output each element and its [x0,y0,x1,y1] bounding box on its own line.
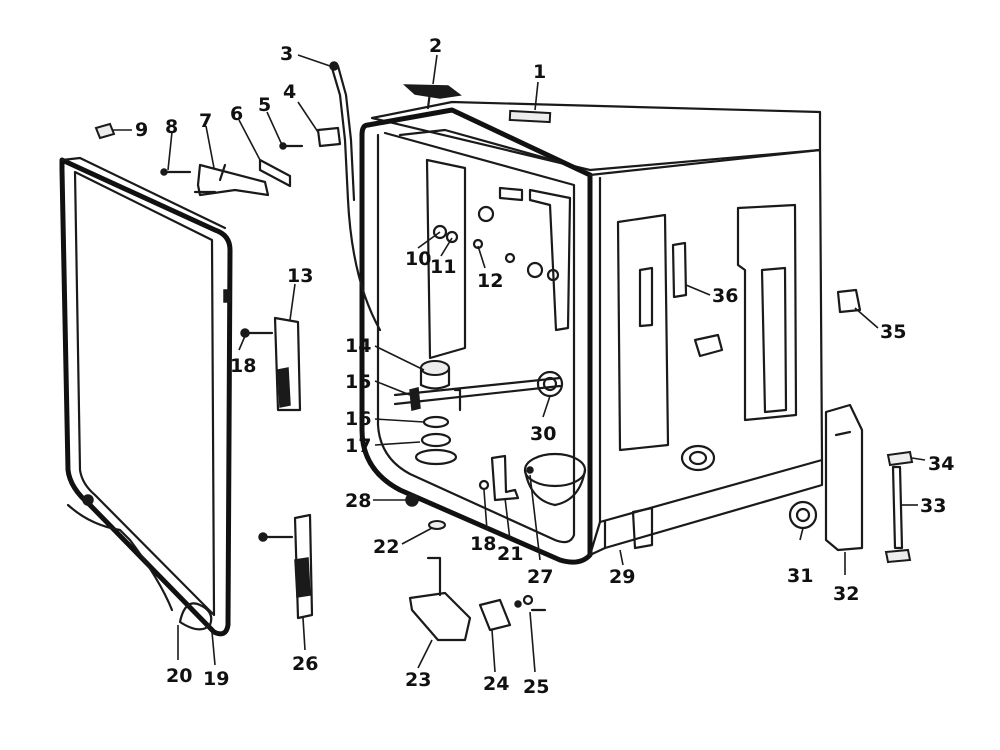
callout-35: 35 [880,321,906,343]
callout-26: 26 [292,653,318,675]
callout-14: 14 [345,335,371,357]
callout-34: 34 [928,453,954,475]
callout-33: 33 [920,495,946,517]
tub-cabinet [359,100,824,565]
callout-8: 8 [165,116,178,138]
callout-11: 11 [430,256,456,278]
callout-2: 2 [429,35,442,57]
callout-10: 10 [405,248,431,270]
callout-32: 32 [833,583,859,605]
callout-1: 1 [533,61,546,83]
callout-19: 19 [203,668,229,690]
callout-36: 36 [712,285,738,307]
callout-18-left: 18 [230,355,256,377]
door [59,156,233,637]
callout-13: 13 [287,265,313,287]
callout-17: 17 [345,435,371,457]
callout-16: 16 [345,408,371,430]
callout-7: 7 [199,110,212,132]
callout-5: 5 [258,94,271,116]
callout-21: 21 [497,543,523,565]
callout-23: 23 [405,669,431,691]
callout-20: 20 [166,665,192,687]
callout-15: 15 [345,371,371,393]
callout-labels: 1 2 3 4 5 6 7 8 9 10 11 12 13 14 15 16 1… [135,35,954,698]
callout-3: 3 [280,43,293,65]
callout-9: 9 [135,119,148,141]
callout-30: 30 [530,423,556,445]
callout-25: 25 [523,676,549,698]
callout-4: 4 [283,81,296,103]
leader-lines [112,54,926,673]
callout-22: 22 [373,536,399,558]
callout-18-center: 18 [470,533,496,555]
callout-12: 12 [477,270,503,292]
callout-28: 28 [345,490,371,512]
callout-6: 6 [230,103,243,125]
callout-29: 29 [609,566,635,588]
callout-27: 27 [527,566,553,588]
callout-24: 24 [483,673,509,695]
callout-31: 31 [787,565,813,587]
